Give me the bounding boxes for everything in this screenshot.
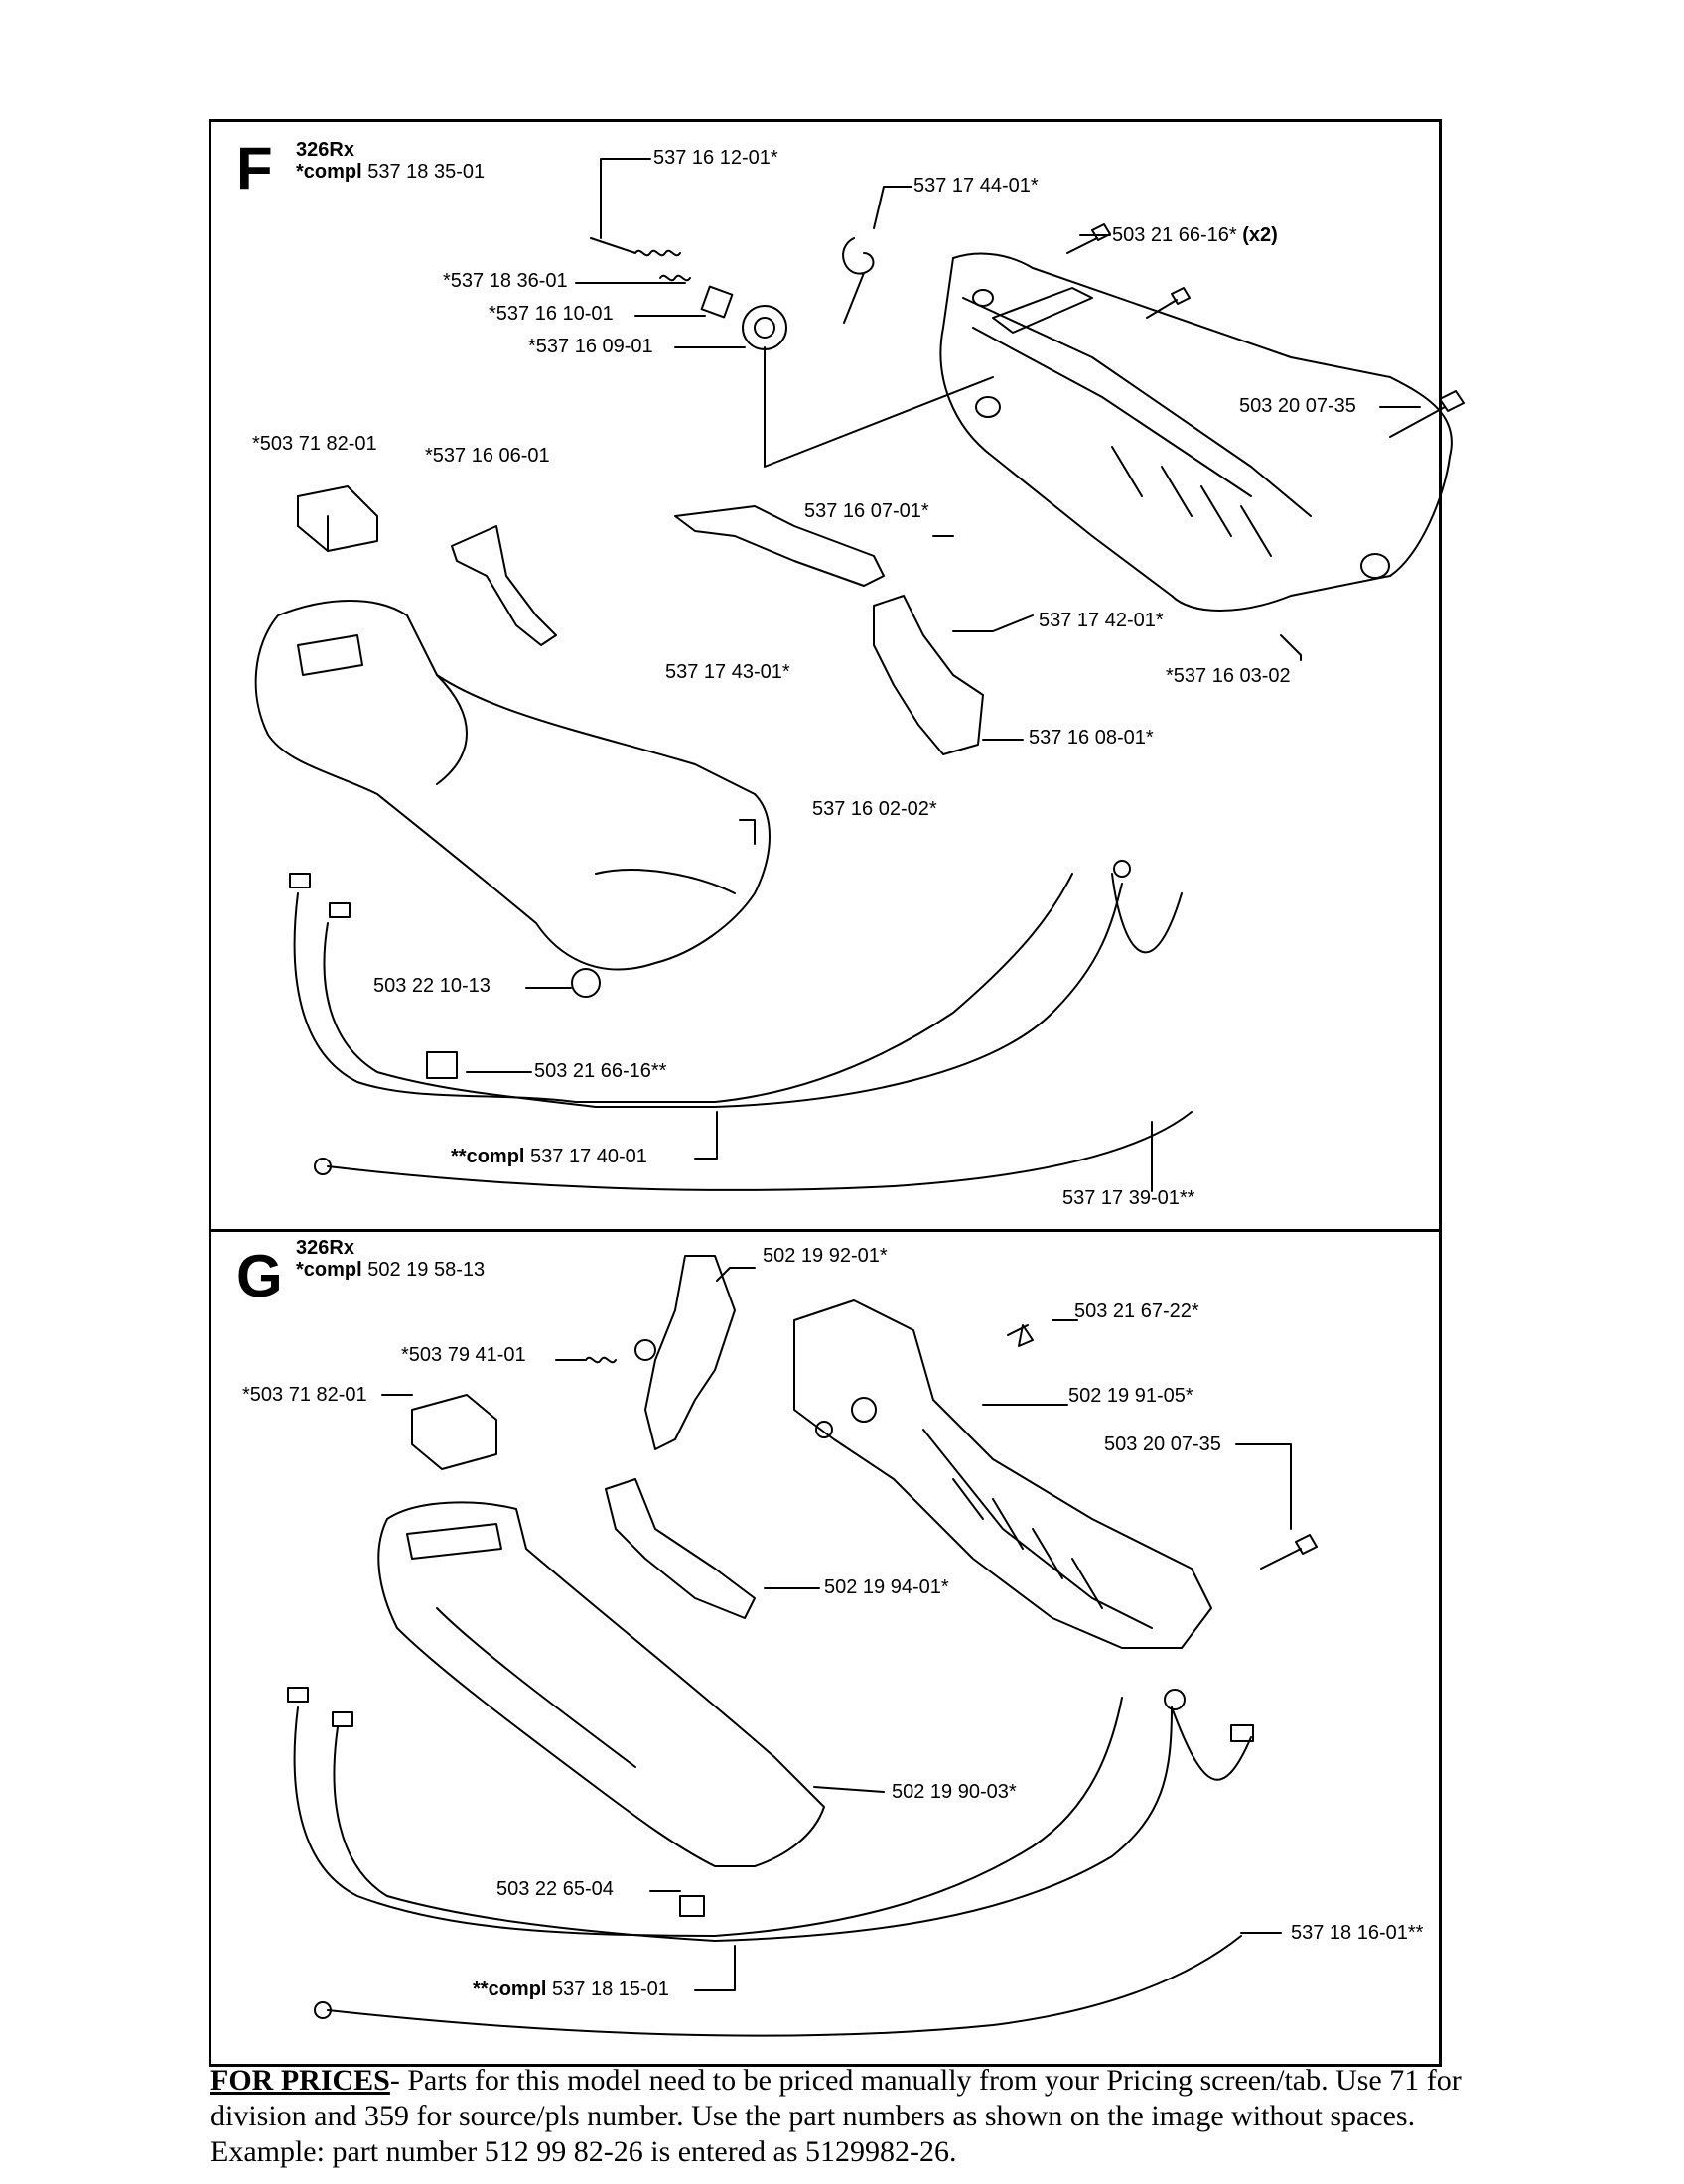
part-label: *503 71 82-01 (252, 433, 377, 455)
pricing-note-heading: FOR PRICES (210, 2064, 390, 2097)
part-label: 502 19 90-03* (892, 1781, 1017, 1803)
part-label: 537 18 15-01 (552, 1979, 669, 2000)
part-label: *537 16 03-02 (1166, 665, 1291, 687)
part-label: 503 20 07-35 (1239, 395, 1356, 417)
connector-icon (289, 873, 311, 888)
part-label: 503 22 65-04 (496, 1878, 614, 1900)
compl-prefix: **compl (473, 1979, 547, 2000)
rear-handle-housing (939, 252, 1453, 612)
connector-icon (287, 1687, 309, 1703)
compl-prefix: *compl (296, 1259, 362, 1281)
part-label: 502 19 94-01* (824, 1576, 949, 1598)
part-label: 537 17 42-01* (1039, 610, 1164, 631)
part-label: 503 21 66-16* (1112, 224, 1237, 246)
part-label: *537 18 36-01 (443, 270, 568, 292)
screw-icon (1260, 1534, 1318, 1570)
part-label: 537 17 43-01* (665, 661, 790, 683)
screw-icon (1066, 223, 1111, 254)
sleeve-icon (700, 285, 734, 319)
spring-icon (585, 1356, 617, 1364)
part-label: 537 16 12-01* (653, 147, 778, 169)
screw-icon (1007, 1324, 1034, 1347)
ring-terminal-icon (1164, 1689, 1186, 1710)
main-handle (377, 1501, 825, 1867)
part-label: 537 16 08-01* (1029, 727, 1154, 749)
part-label: 503 21 67-22* (1074, 1300, 1199, 1322)
part-label: 537 16 02-02* (812, 798, 937, 820)
part-label-compl: **compl 537 17 40-01 (451, 1146, 647, 1167)
ring-terminal-icon (1113, 860, 1131, 878)
main-handle (254, 600, 771, 971)
cable (327, 1111, 1193, 1191)
hook-clip (842, 237, 875, 324)
part-label: 503 22 10-13 (373, 975, 491, 997)
part-label: *537 16 06-01 (425, 445, 550, 467)
part-label: 537 16 07-01* (804, 500, 929, 522)
quantity-note: (x2) (1242, 224, 1278, 246)
lock-lever (451, 525, 557, 646)
cable (293, 1706, 716, 1937)
part-label: 502 19 91-05* (1068, 1385, 1193, 1407)
part-label: *503 79 41-01 (401, 1344, 526, 1366)
section-g-model: 326Rx (296, 1237, 354, 1259)
stop-switch (297, 485, 378, 552)
part-label: 503 20 07-35 (1104, 1433, 1221, 1455)
switch-box (426, 1051, 458, 1079)
part-label-compl: **compl 537 18 15-01 (473, 1979, 669, 2000)
connector-icon (332, 1711, 353, 1727)
section-letter-f: F (236, 135, 273, 202)
nut-icon (571, 968, 601, 998)
pricing-note: FOR PRICES- Parts for this model need to… (210, 2063, 1501, 2170)
section-g-drawing (287, 1255, 1318, 2037)
connector-icon (1230, 1724, 1254, 1742)
screw-icon (1389, 390, 1465, 438)
part-label: *537 16 09-01 (528, 336, 653, 357)
part-label: *503 71 82-01 (242, 1384, 367, 1406)
compl-prefix: *compl (296, 161, 362, 183)
throttle-trigger (873, 595, 984, 755)
cable (327, 1935, 1242, 2037)
nut-icon (679, 1895, 705, 1917)
spring-icon (659, 274, 691, 282)
section-f-model: 326Rx (296, 139, 354, 161)
section-f-drawing (254, 158, 1465, 1192)
part-label: 537 17 40-01 (530, 1146, 647, 1167)
part-label: 502 19 92-01* (763, 1245, 888, 1267)
stop-switch (411, 1394, 497, 1470)
compl-number: 537 18 35-01 (367, 161, 486, 183)
part-label: 537 17 39-01** (1062, 1187, 1195, 1209)
screw-icon (1146, 287, 1191, 319)
part-label: *537 16 10-01 (489, 303, 614, 325)
lock-lever (605, 1478, 756, 1619)
section-f-compl: *compl 537 18 35-01 (296, 161, 485, 183)
compl-prefix: **compl (451, 1146, 525, 1167)
part-label: 537 17 44-01* (913, 175, 1039, 197)
pricing-note-text: - Parts for this model need to be priced… (210, 2064, 1462, 2168)
spring-icon (590, 237, 681, 257)
throttle-rod (674, 505, 885, 587)
diagram-frame (209, 119, 1442, 2067)
section-divider (209, 1229, 1442, 1232)
compl-number: 502 19 58-13 (367, 1259, 486, 1281)
part-label-with-qty: 503 21 66-16* (x2) (1112, 224, 1278, 246)
gear-wheel-icon (742, 305, 787, 350)
part-label: 503 21 66-16** (534, 1060, 667, 1082)
throttle-trigger (644, 1255, 736, 1450)
part-label: 537 18 16-01** (1291, 1922, 1424, 1944)
section-g-compl: *compl 502 19 58-13 (296, 1259, 485, 1281)
connector-icon (329, 902, 351, 918)
rear-handle-housing (793, 1299, 1212, 1649)
section-letter-g: G (236, 1243, 283, 1309)
